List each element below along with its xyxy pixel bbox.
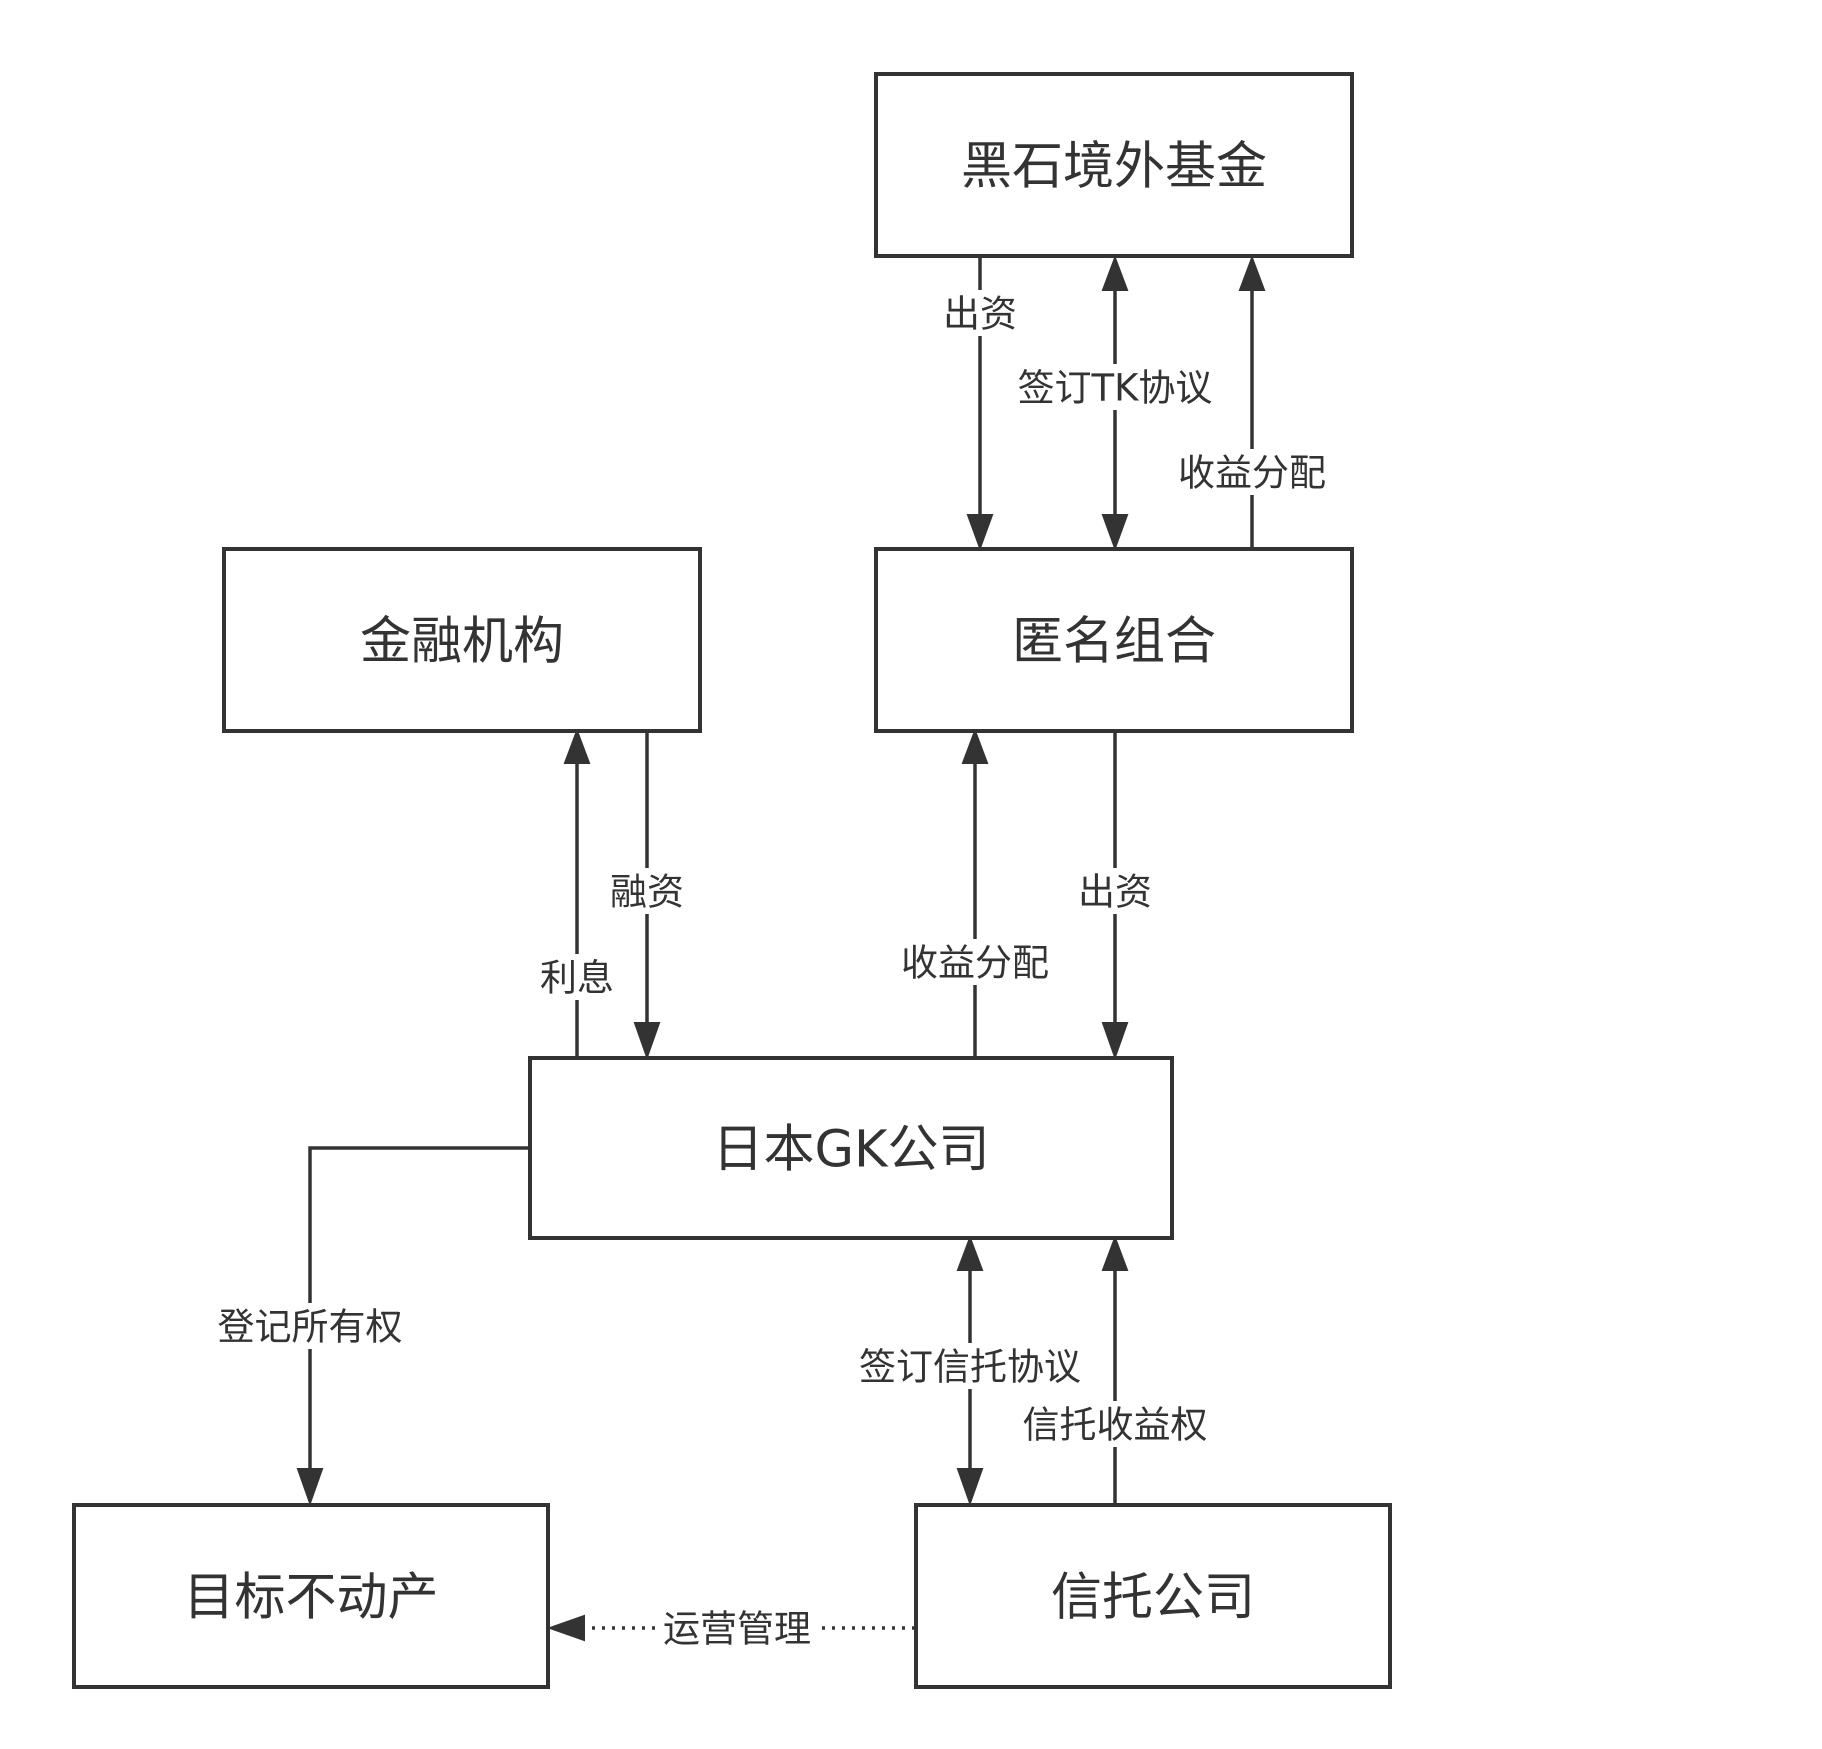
arrowhead-up-icon xyxy=(1238,255,1266,291)
label-gk-profit-distribution-text: 收益分配 xyxy=(901,942,1049,985)
label-tk-profit-distribution-text: 收益分配 xyxy=(1178,452,1326,495)
node-trust-company: 信托公司 xyxy=(914,1503,1392,1689)
label-trust-beneficiary-right-text: 信托收益权 xyxy=(1023,1404,1208,1447)
label-operation-management-text: 运营管理 xyxy=(663,1608,811,1651)
label-tk-profit-distribution: 收益分配 xyxy=(1170,449,1334,495)
node-blackstone-fund-label: 黑石境外基金 xyxy=(961,138,1267,197)
label-fund-contribution: 出资 xyxy=(934,290,1026,336)
node-tk-partnership-label: 匿名组合 xyxy=(1012,613,1216,672)
arrowhead-down-icon xyxy=(633,1022,661,1061)
label-tk-contribution: 出资 xyxy=(1069,868,1161,914)
label-register-ownership: 登记所有权 xyxy=(209,1303,411,1349)
label-sign-tk-agreement-text: 签订TK协议 xyxy=(1018,367,1213,410)
edge-register-ownership xyxy=(308,1146,528,1474)
node-gk-company-label: 日本GK公司 xyxy=(713,1121,990,1180)
label-sign-trust-agreement-text: 签订信托协议 xyxy=(859,1346,1081,1389)
arrowhead-left-icon xyxy=(546,1614,585,1642)
label-sign-trust-agreement: 签订信托协议 xyxy=(850,1343,1090,1389)
node-financial-institution-label: 金融机构 xyxy=(360,613,564,672)
node-target-real-estate-label: 目标不动产 xyxy=(183,1569,438,1628)
arrowhead-down-icon xyxy=(956,1468,984,1507)
label-operation-management: 运营管理 xyxy=(655,1605,819,1651)
label-gk-profit-distribution: 收益分配 xyxy=(893,939,1057,985)
label-fund-contribution-text: 出资 xyxy=(943,293,1017,336)
node-trust-company-label: 信托公司 xyxy=(1051,1569,1255,1628)
arrowhead-down-icon xyxy=(296,1468,324,1507)
arrowhead-up-icon xyxy=(563,728,591,764)
label-financing: 融资 xyxy=(601,868,693,914)
arrowhead-down-icon xyxy=(1101,1022,1129,1061)
label-interest-text: 利息 xyxy=(540,957,614,1000)
arrowhead-down-icon xyxy=(966,514,994,551)
node-blackstone-fund: 黑石境外基金 xyxy=(874,72,1354,258)
arrowhead-up-icon xyxy=(956,1235,984,1271)
nodes: 黑石境外基金 金融机构 匿名组合 日本GK公司 目标不动产 信托公司 xyxy=(72,72,1392,1689)
arrowhead-up-icon xyxy=(1101,255,1129,291)
node-gk-company: 日本GK公司 xyxy=(528,1056,1174,1240)
edge-labels: 出资 签订TK协议 收益分配 利息 融资 收益分配 出资 登记所有权 xyxy=(209,290,1334,1651)
arrowhead-down-icon xyxy=(1101,514,1129,551)
arrowhead-up-icon xyxy=(1101,1235,1129,1271)
label-trust-beneficiary-right: 信托收益权 xyxy=(1014,1401,1216,1447)
label-register-ownership-text: 登记所有权 xyxy=(218,1306,403,1349)
label-interest: 利息 xyxy=(531,954,623,1000)
node-financial-institution: 金融机构 xyxy=(222,547,702,733)
label-sign-tk-agreement: 签订TK协议 xyxy=(1006,364,1224,410)
node-tk-partnership: 匿名组合 xyxy=(874,547,1354,733)
label-tk-contribution-text: 出资 xyxy=(1078,871,1152,914)
node-target-real-estate: 目标不动产 xyxy=(72,1503,550,1689)
label-financing-text: 融资 xyxy=(610,871,684,914)
arrowheads xyxy=(296,255,1266,1642)
arrowhead-up-icon xyxy=(961,728,989,764)
